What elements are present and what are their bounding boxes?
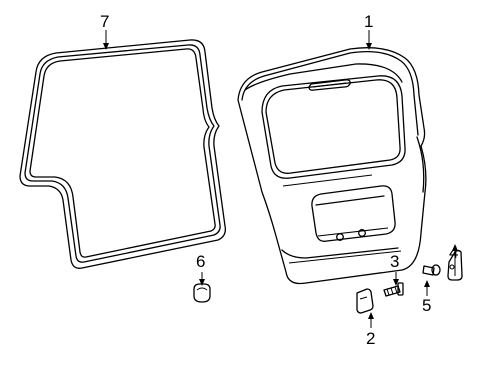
plug-part — [193, 283, 211, 303]
callout-2: 2 — [366, 329, 376, 348]
bolt-part — [383, 282, 404, 297]
striker-plate-part — [356, 288, 374, 314]
callout-1: 1 — [364, 12, 374, 31]
weatherstrip-seal — [19, 39, 226, 269]
callout-3: 3 — [390, 252, 400, 271]
hinge-bolt-part — [422, 264, 441, 276]
callout-4: 4 — [449, 243, 459, 262]
callout-5: 5 — [422, 296, 432, 315]
callout-6: 6 — [196, 252, 206, 271]
liftgate-panel — [237, 47, 427, 285]
callout-7: 7 — [100, 12, 110, 31]
leader-lines — [103, 30, 458, 328]
